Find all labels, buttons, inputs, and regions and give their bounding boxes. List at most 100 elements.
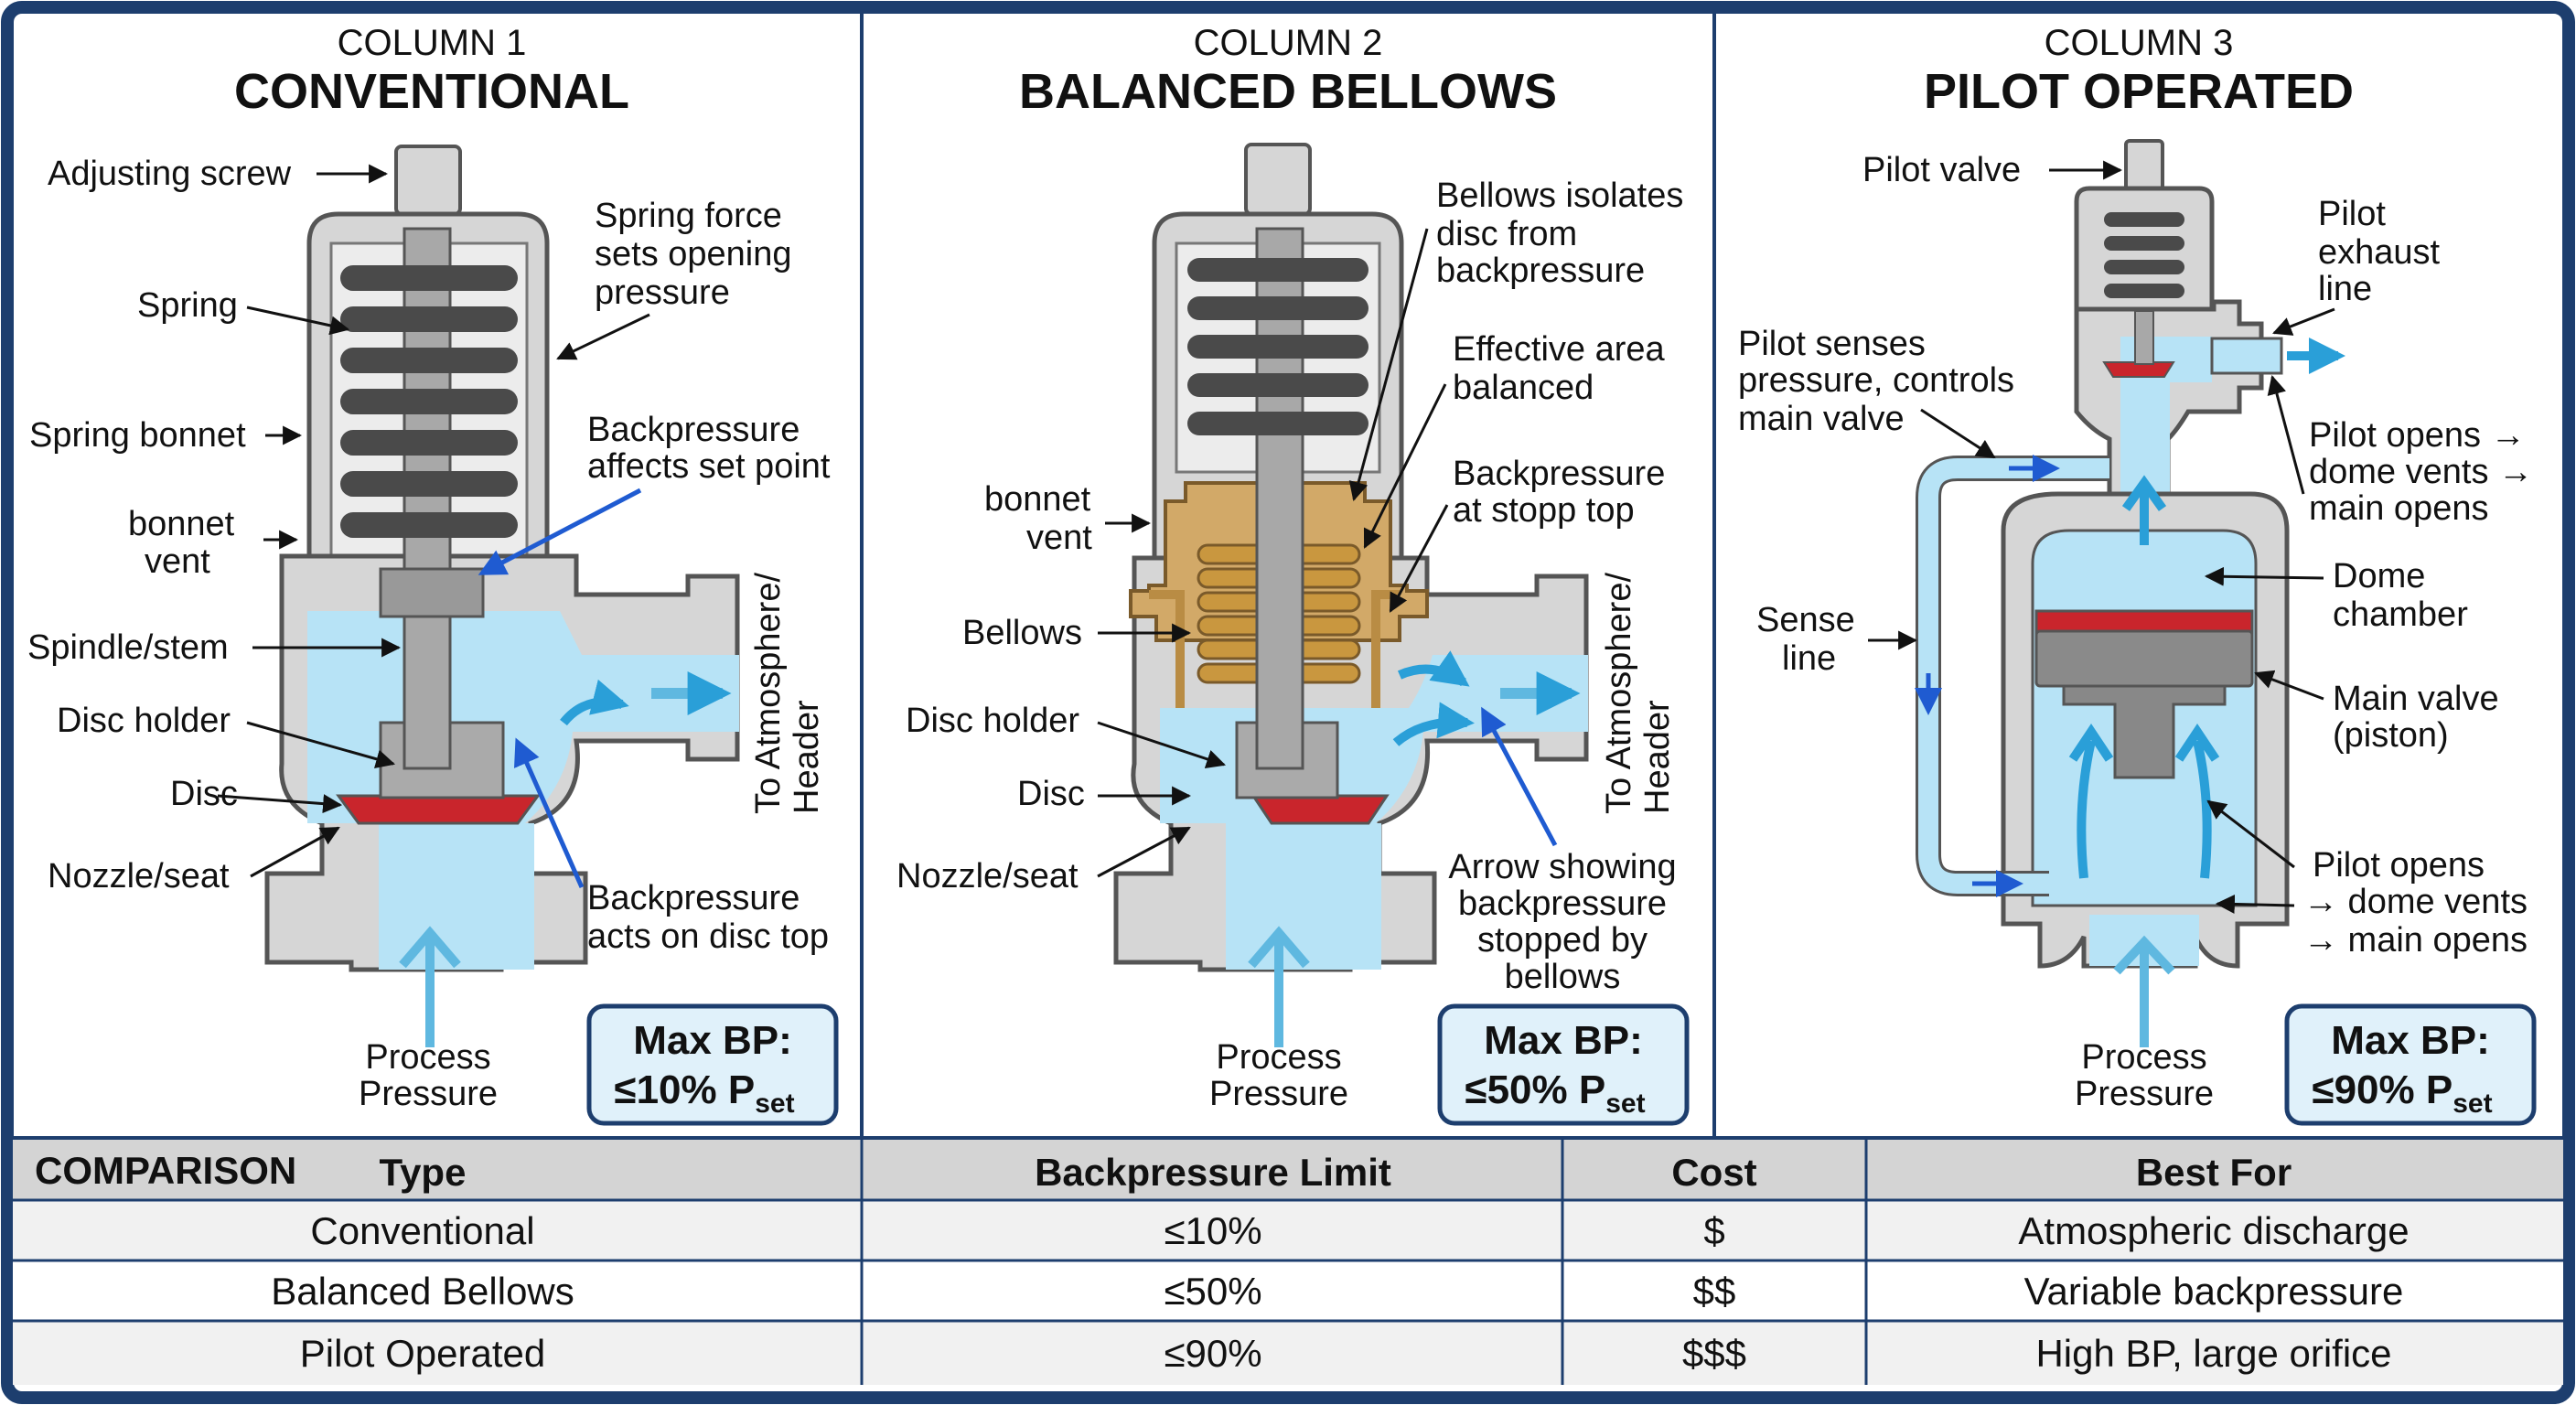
- max-bp-badge: Max BP: ≤10% Pset: [586, 1003, 839, 1126]
- label-bp-acts: acts on disc top: [587, 917, 829, 956]
- label-bp-stopp: at stopp top: [1453, 491, 1635, 530]
- label-spindle: Spindle/stem: [27, 628, 229, 667]
- label-spring-force: sets opening: [595, 235, 792, 273]
- label-pilot-opens: main opens: [2309, 489, 2488, 528]
- label-bonnet-vent: bonnet: [984, 480, 1091, 519]
- label-bellows: Bellows: [962, 614, 1082, 652]
- label-effective-area: Effective area: [1453, 330, 1666, 369]
- label-disc-holder: Disc holder: [906, 702, 1079, 740]
- label-dome-chamber: chamber: [2333, 595, 2468, 634]
- table-cell: $$$: [1682, 1332, 1746, 1375]
- label-disc: Disc: [1017, 775, 1085, 813]
- column-title: PILOT OPERATED: [1924, 64, 2354, 119]
- label-bp-affects: affects set point: [587, 447, 831, 486]
- flow-arrow: [2068, 723, 2114, 879]
- label-main-valve: Main valve: [2333, 680, 2499, 718]
- table-cell: Atmospheric discharge: [2018, 1209, 2409, 1252]
- column-title: CONVENTIONAL: [234, 64, 629, 119]
- table-cell: $$: [1693, 1270, 1736, 1313]
- label-process: Pressure: [1209, 1075, 1348, 1113]
- table-row: [13, 1260, 2563, 1321]
- label-spring: Spring: [137, 286, 238, 325]
- label-bonnet-vent: vent: [1026, 519, 1092, 557]
- table-header-cost: Cost: [1671, 1151, 1756, 1194]
- table-corner-label: COMPARISON: [35, 1149, 296, 1192]
- label-spring-force: pressure: [595, 273, 730, 312]
- column-kicker: COLUMN 2: [1194, 23, 1383, 63]
- pilot-exhaust-port: [2210, 337, 2283, 375]
- table-header-best-for: Best For: [2136, 1151, 2292, 1194]
- max-bp-badge: Max BP: ≤90% Pset: [2284, 1003, 2537, 1126]
- label-bp-stopp: Backpressure: [1453, 455, 1665, 493]
- label-pilot-senses: pressure, controls: [1738, 361, 2014, 400]
- adjusting-screw: [394, 145, 462, 216]
- table-header-row: [13, 1140, 2563, 1200]
- label-disc: Disc: [170, 775, 238, 813]
- label-bellows-isolates: disc from: [1436, 215, 1577, 253]
- spring-coils: [340, 265, 518, 538]
- label-spring-bonnet: Spring bonnet: [29, 416, 246, 455]
- label-pilot-senses: main valve: [1738, 400, 1905, 438]
- badge-line2: ≤50% Pset: [1465, 1067, 1645, 1119]
- piston-seal: [2034, 609, 2254, 635]
- label-pilot-valve: Pilot valve: [1862, 151, 2021, 189]
- inlet-fluid: [1226, 823, 1381, 970]
- label-disc-holder: Disc holder: [57, 702, 231, 740]
- table-cell: High BP, large orifice: [2035, 1332, 2391, 1375]
- label-bellows-isolates: Bellows isolates: [1436, 177, 1683, 215]
- table-cell: Conventional: [310, 1209, 534, 1252]
- label-arrow-showing: Arrow showing: [1448, 848, 1676, 886]
- label-pilot-opens: dome vents →: [2309, 453, 2533, 491]
- flow-arrow: [560, 679, 629, 726]
- label-process: Process: [1216, 1038, 1341, 1077]
- column-balanced-bellows: COLUMN 2 BALANCED BELLOWS: [896, 23, 1690, 1126]
- leader-lines-col2: [1097, 228, 1449, 878]
- label-spring-force: Spring force: [595, 197, 782, 235]
- flow-arrow: [2174, 723, 2220, 879]
- label-pilot-opens: → dome vents: [2303, 883, 2528, 921]
- label-process: Pressure: [2075, 1075, 2214, 1113]
- table-text: COMPARISON Type Backpressure Limit Cost …: [35, 1149, 2410, 1375]
- column-conventional: COLUMN 1 CONVENTIONAL: [27, 23, 839, 1126]
- label-bp-affects: Backpressure: [587, 411, 800, 449]
- label-pilot-opens: Pilot opens →: [2309, 416, 2526, 455]
- label-process: Process: [365, 1038, 490, 1077]
- valve-pilot-operated: [1915, 139, 2345, 1047]
- disc-seal: [1250, 794, 1390, 825]
- blue-arrows-col1: [478, 488, 642, 889]
- process-arrow: [1248, 926, 1310, 1047]
- table-cell: Variable backpressure: [2024, 1270, 2404, 1313]
- process-arrow: [2113, 935, 2175, 1047]
- label-pilot-opens: Pilot opens: [2313, 846, 2485, 885]
- inlet-fluid: [379, 823, 534, 970]
- blue-arrows-col2: [1481, 706, 1558, 847]
- comparison-table: COMPARISON Type Backpressure Limit Cost …: [13, 1136, 2563, 1385]
- label-bonnet-vent: vent: [145, 542, 210, 581]
- badge-line2: ≤90% Pset: [2312, 1067, 2492, 1119]
- label-main-valve: (piston): [2333, 716, 2449, 755]
- process-arrow: [399, 926, 461, 1047]
- table-cell: Balanced Bellows: [271, 1270, 574, 1313]
- label-effective-area: balanced: [1453, 369, 1594, 407]
- pilot-spring-coils: [2104, 212, 2184, 298]
- badge-line1: Max BP:: [633, 1018, 792, 1063]
- table-grid: [13, 1140, 2563, 1385]
- labels-col3: Pilot valve Pilot exhaust line Pilot sen…: [1738, 151, 2533, 1113]
- label-adjusting-screw: Adjusting screw: [48, 155, 292, 193]
- labels-col2: Bellows isolates disc from backpressure …: [896, 177, 1683, 1113]
- table-cell: $: [1703, 1209, 1724, 1252]
- column-title: BALANCED BELLOWS: [1019, 64, 1557, 119]
- badge-line1: Max BP:: [2331, 1018, 2490, 1063]
- label-nozzle: Nozzle/seat: [48, 857, 230, 896]
- label-bonnet-vent: bonnet: [128, 505, 235, 543]
- label-pilot-opens: → main opens: [2303, 921, 2528, 960]
- column-pilot-operated: COLUMN 3 PILOT OPERATED: [1738, 23, 2537, 1126]
- column-kicker: COLUMN 1: [338, 23, 527, 63]
- label-arrow-showing: backpressure: [1458, 885, 1667, 923]
- piston-stem: [2062, 684, 2227, 779]
- pilot-adjusting-screw: [2124, 139, 2164, 192]
- label-pilot-exhaust: line: [2318, 270, 2372, 308]
- main-piston: [2034, 629, 2254, 688]
- disc-seal: [336, 794, 541, 825]
